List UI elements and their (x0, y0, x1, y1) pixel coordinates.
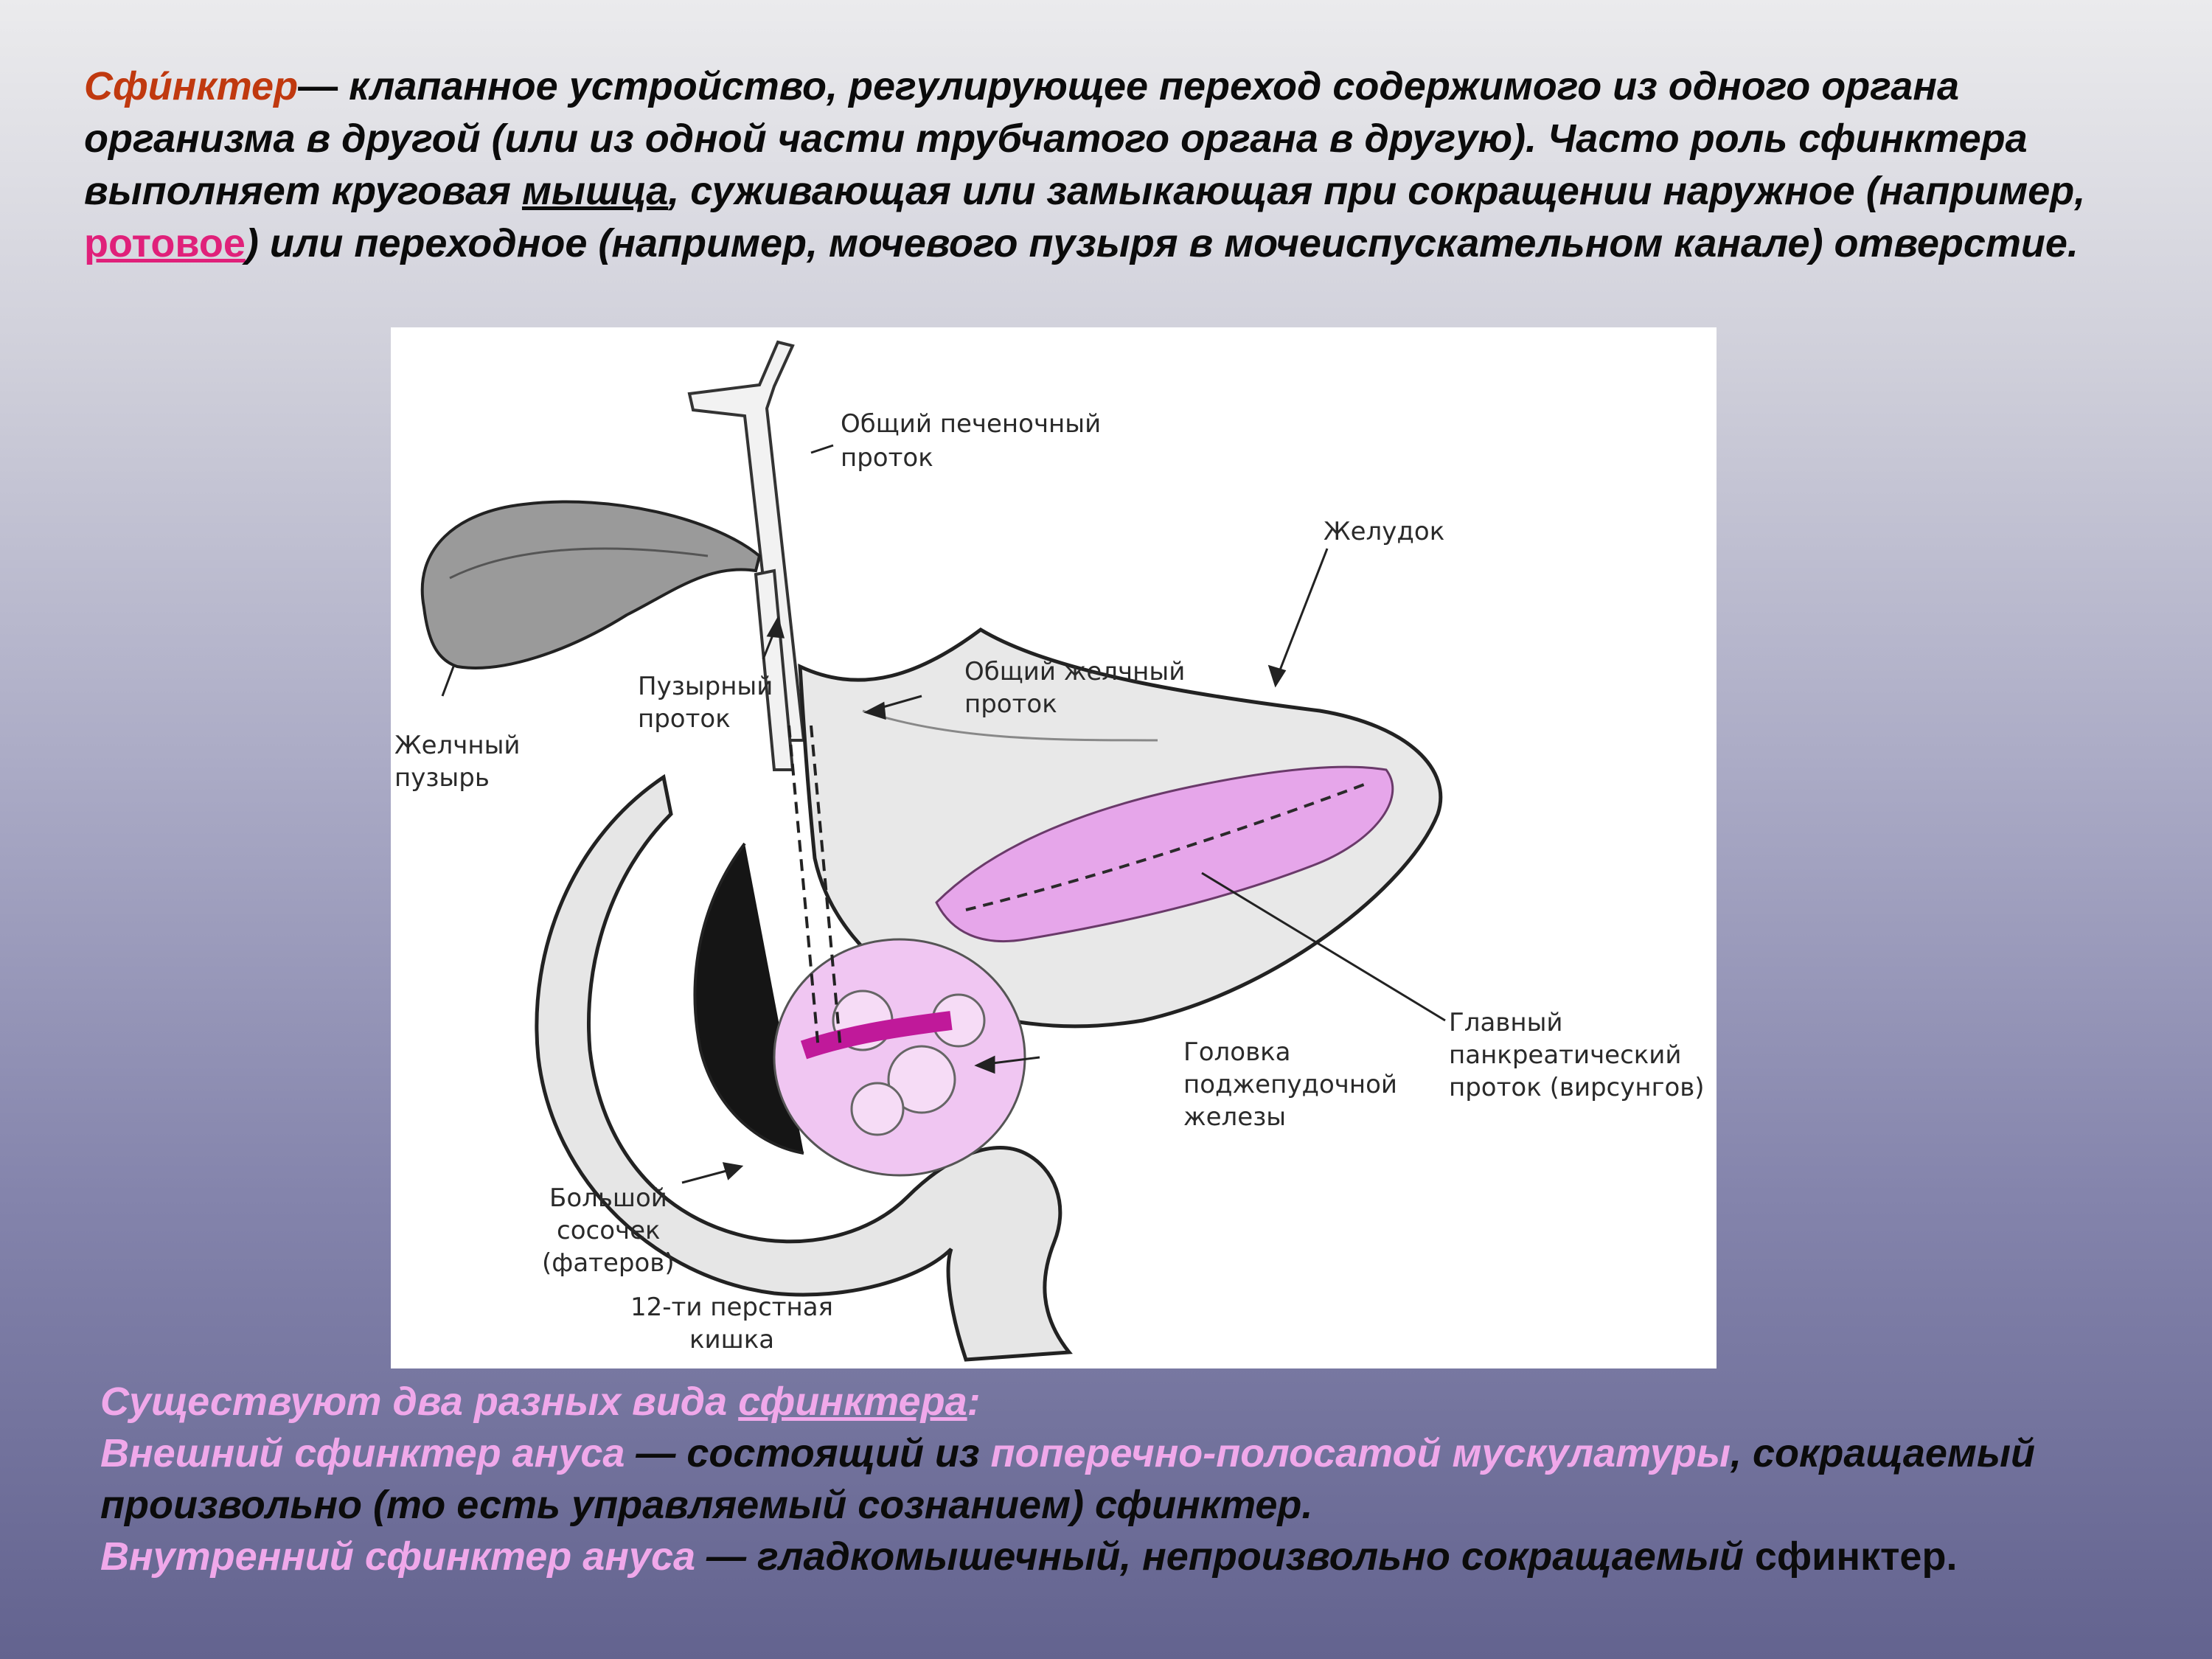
label-pancreatic-duct-3: проток (вирсунгов) (1449, 1073, 1705, 1102)
definition-text-1: клапанное устройство, регулирующее перех… (84, 64, 2028, 213)
label-gallbladder-1: Желчный (394, 731, 521, 760)
label-bile-duct-2: проток (964, 689, 1057, 719)
label-pancreas-head-2: поджепудочной (1183, 1070, 1397, 1099)
label-pancreas-head-1: Головка (1183, 1037, 1290, 1067)
sphincter-term: Сфи́нктер (84, 64, 299, 108)
pancreas-diagram: Общий печеночный проток Желудок Пузырный… (394, 340, 1705, 1362)
definition-text-2: , суживающая или замыкающая при сокращен… (668, 169, 2086, 213)
types-intro-text: Существуют два разных вида (100, 1380, 739, 1424)
striated-muscle-text: поперечно-полосатой мускулатуры (990, 1431, 1731, 1475)
leader-lines (441, 444, 1446, 1184)
internal-sphincter-last: сфинктер. (1754, 1534, 1958, 1579)
internal-sphincter-rest: — гладкомышечный, непроизвольно сокращае… (695, 1534, 1755, 1579)
muscle-link[interactable]: мышца (521, 169, 669, 213)
label-pancreatic-duct-2: панкреатический (1449, 1040, 1682, 1070)
external-sphincter-term: Внешний сфинктер ануса (100, 1431, 625, 1475)
pancreas-head (773, 725, 1026, 1177)
types-intro-line: Существуют два разных вида сфинктера: (100, 1376, 2165, 1427)
types-intro-colon: : (967, 1380, 981, 1424)
hepatic-duct (687, 340, 806, 771)
gallbladder (420, 500, 762, 669)
label-papilla-1: Большой (549, 1183, 667, 1213)
external-sphincter-dash: — состоящий из (625, 1431, 991, 1475)
anatomy-illustration: Общий печеночный проток Желудок Пузырный… (391, 327, 1717, 1368)
external-sphincter-rest: , сокращаемый произвольно (то есть управ… (100, 1431, 2035, 1527)
internal-sphincter-item: Внутренний сфинктер ануса — гладкомышечн… (100, 1531, 2165, 1582)
label-pancreas-head-3: железы (1183, 1102, 1286, 1132)
label-papilla-3: (фатеров) (542, 1248, 675, 1278)
label-cystic-duct-2: проток (638, 704, 731, 734)
label-duodenum-2: кишка (689, 1325, 774, 1354)
internal-sphincter-term: Внутренний сфинктер ануса (100, 1534, 696, 1579)
label-hepatic-duct-2: проток (841, 443, 933, 473)
definition-text-3: ) или переходное (например, мочевого пуз… (245, 221, 2079, 265)
label-gallbladder-2: пузырь (394, 763, 490, 793)
label-bile-duct-1: Общий желчный (964, 657, 1185, 686)
definition-paragraph: Сфи́нктер— клапанное устройство, регулир… (84, 60, 2149, 270)
label-papilla-2: сосочек (557, 1216, 661, 1245)
label-cystic-duct-1: Пузырный (638, 672, 773, 701)
sphincter-link[interactable]: сфинктера (738, 1380, 967, 1424)
definition-dash: — (298, 64, 338, 108)
label-stomach: Желудок (1324, 517, 1444, 546)
label-hepatic-duct-1: Общий печеночный (841, 409, 1101, 439)
pancreas-body (935, 765, 1394, 943)
external-sphincter-item: Внешний сфинктер ануса — состоящий из по… (100, 1427, 2165, 1531)
label-pancreatic-duct-1: Главный (1449, 1008, 1563, 1037)
label-duodenum-1: 12-ти перстная (630, 1293, 833, 1322)
mouth-link[interactable]: ротовое (84, 221, 246, 265)
sphincter-types-paragraph: Существуют два разных вида сфинктера: Вн… (100, 1376, 2165, 1582)
